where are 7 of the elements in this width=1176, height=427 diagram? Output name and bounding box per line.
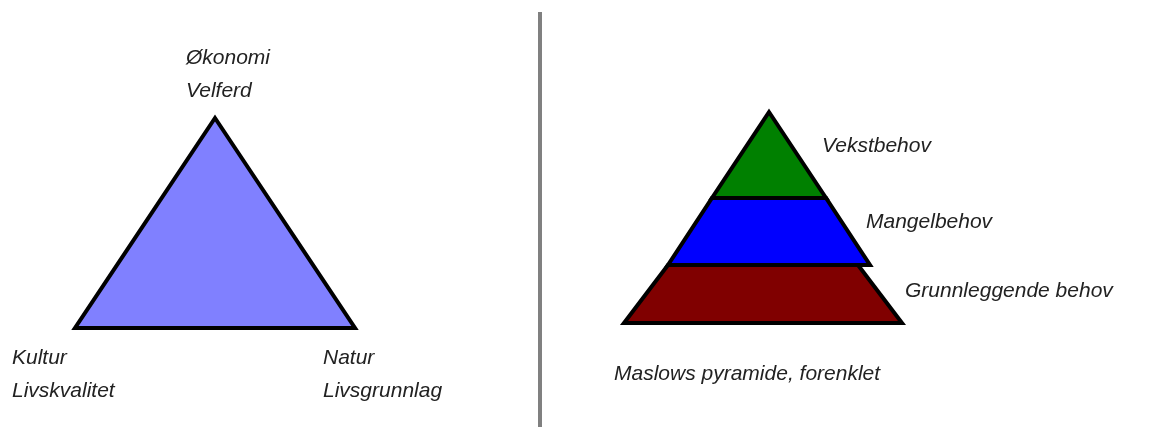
- caption-text: Maslows pyramide, forenklet: [614, 360, 881, 386]
- vertex-label: Vekstbehov: [822, 132, 933, 158]
- vertex-label: Kultur Livskvalitet: [12, 344, 117, 403]
- vertex-label: Mangelbehov: [866, 208, 994, 234]
- vertex-label: Økonomi Velferd: [186, 44, 272, 103]
- vertex-label: Grunnleggende behov: [905, 277, 1115, 303]
- vertex-label: Natur Livsgrunnlag: [323, 344, 444, 403]
